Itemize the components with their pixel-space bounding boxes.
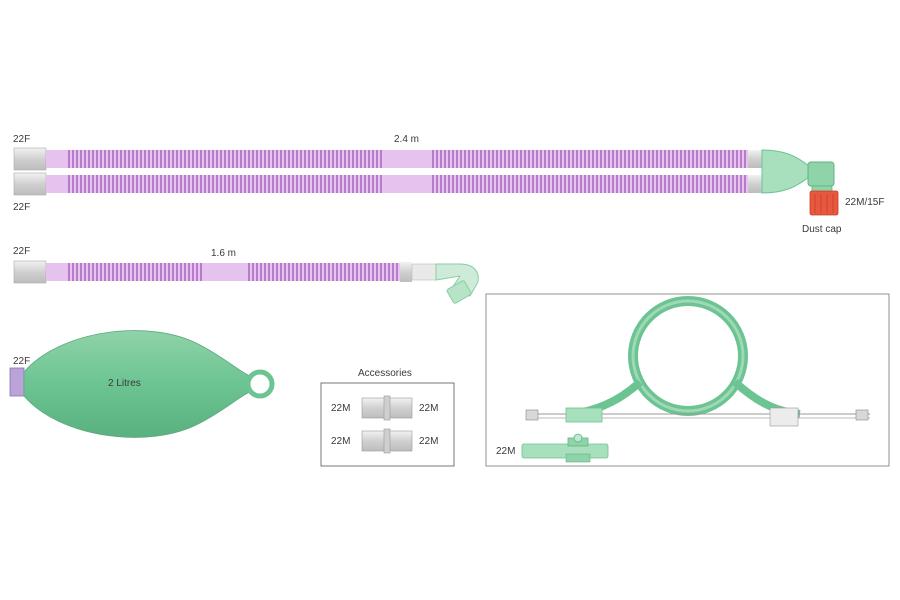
accessories-title: Accessories: [358, 368, 412, 379]
y-piece-elbow: [761, 149, 835, 194]
top-port-label: 22F: [13, 134, 30, 145]
sampling-adapter: [521, 433, 609, 463]
bottom-port-label: 22F: [13, 202, 30, 213]
upper-limb-tube: [13, 147, 762, 171]
accessory-1-right-label: 22M: [419, 403, 438, 414]
accessory-2-left-label: 22M: [331, 436, 350, 447]
lower-limb-tube: [13, 172, 762, 196]
bag-volume-label: 2 Litres: [108, 378, 141, 389]
single-port-label: 22F: [13, 246, 30, 257]
reservoir-bag: 22F 2 Litres: [9, 330, 275, 438]
accessory-connector-2: 22M 22M: [331, 428, 438, 454]
sampling-connector-label: 22M: [496, 446, 515, 457]
dust-cap: [809, 190, 839, 216]
accessory-connector-1: 22M 22M: [331, 395, 438, 421]
length-label-2-4m: 2.4 m: [394, 134, 419, 145]
elbow-port-label: 22M/15F: [845, 197, 884, 208]
dual-limb-circuit: 22F 22F 2.4 m: [13, 134, 884, 235]
catheter-mount-elbow: [435, 263, 479, 304]
length-label-1-6m: 1.6 m: [211, 248, 236, 259]
single-limb-circuit: 22F 1.6 m: [13, 246, 479, 304]
accessories-panel: Accessories 22M 22M 22M 22M: [320, 368, 455, 467]
dust-cap-label: Dust cap: [802, 224, 842, 235]
bag-port-label: 22F: [13, 356, 30, 367]
accessory-1-left-label: 22M: [331, 403, 350, 414]
sampling-line-panel: 22M: [485, 293, 890, 467]
accessory-2-right-label: 22M: [419, 436, 438, 447]
